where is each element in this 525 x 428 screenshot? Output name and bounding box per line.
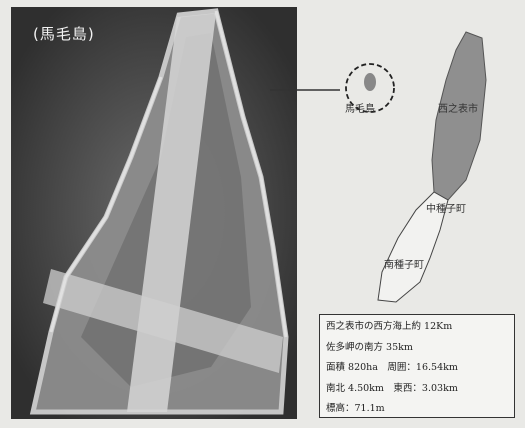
aerial-photo: (馬毛島): [11, 7, 297, 419]
photo-label: (馬毛島): [33, 25, 95, 43]
map-label-nakatane: 中種子町: [426, 204, 466, 215]
info-elevation: 標高：71.1m: [326, 403, 385, 414]
map-label-nishinoomote: 西之表市: [438, 104, 478, 115]
mage-island-circle: [345, 63, 395, 113]
map-label-minamitane: 南種子町: [384, 260, 424, 271]
island-info-box: 西之表市の西方海上約 12Km 佐多岬の南方 35km 面積 820ha 周囲：…: [319, 314, 515, 418]
tanegashima-north: [431, 31, 487, 201]
info-location-south: 佐多岬の南方 35km: [326, 341, 413, 353]
island-map-graphic: [270, 31, 487, 303]
info-location-west: 西之表市の西方海上約 12Km: [326, 321, 453, 332]
island-aerial-image: [11, 7, 297, 419]
runway-east-west: [43, 269, 283, 373]
mage-island-shape: [364, 73, 376, 91]
tanegashima-south: [377, 191, 449, 303]
map-label-mage: 馬毛島: [345, 104, 375, 115]
info-dimensions: 南北 4.50km 東西：3.03km: [326, 382, 458, 394]
info-area: 面積 820ha 周囲：16.54km: [326, 362, 458, 373]
location-map: 馬毛島 西之表市 中種子町 南種子町: [270, 20, 525, 320]
